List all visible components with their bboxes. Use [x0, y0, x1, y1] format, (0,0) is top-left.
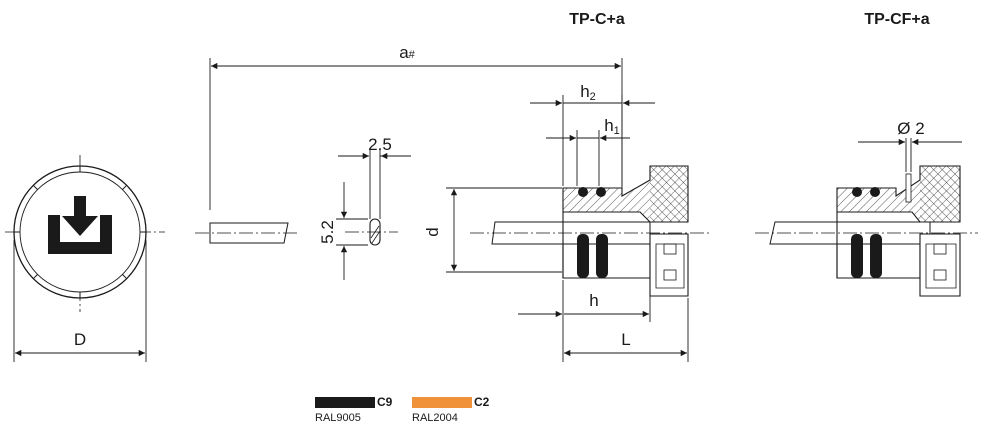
- front-view: D: [5, 155, 165, 362]
- dim-thickness-label: 2.5: [368, 135, 392, 154]
- swatch-c2-code: C2: [474, 395, 490, 409]
- dim-h1-label: h1: [604, 116, 620, 137]
- dim-bore-label: Ø 2: [897, 119, 924, 138]
- knurl-marks: [14, 166, 146, 298]
- swatch-c9-ral: RAL9005: [315, 412, 361, 424]
- dim-a-label: a#: [399, 43, 415, 62]
- dim-h2-label: h2: [580, 82, 596, 103]
- swatch-c2-ral: RAL2004: [412, 412, 458, 424]
- oring-section: 2.5 5.2: [318, 135, 411, 280]
- dim-a: a#: [210, 43, 623, 188]
- swatch-c9-code: C9: [377, 395, 393, 409]
- pin-section: [195, 58, 300, 244]
- tp-c-side-view: TP-C+a d h2 h: [423, 11, 710, 362]
- box-with-down-arrow-icon: [48, 196, 112, 254]
- tp-cf-side-view: TP-CF+a Ø 2: [755, 11, 978, 297]
- swatch-c2: [412, 397, 472, 408]
- dim-height-label: 5.2: [318, 220, 337, 244]
- dim-D-label: D: [74, 330, 86, 349]
- dim-L-label: L: [621, 330, 630, 349]
- dim-d-label: d: [423, 227, 442, 236]
- view-title-standard: TP-C+a: [569, 11, 625, 28]
- swatch-c9: [315, 397, 375, 408]
- color-legend: C9 RAL9005 C2 RAL2004: [315, 395, 490, 424]
- dim-h-label: h: [589, 291, 598, 310]
- view-title-fine: TP-CF+a: [864, 11, 929, 28]
